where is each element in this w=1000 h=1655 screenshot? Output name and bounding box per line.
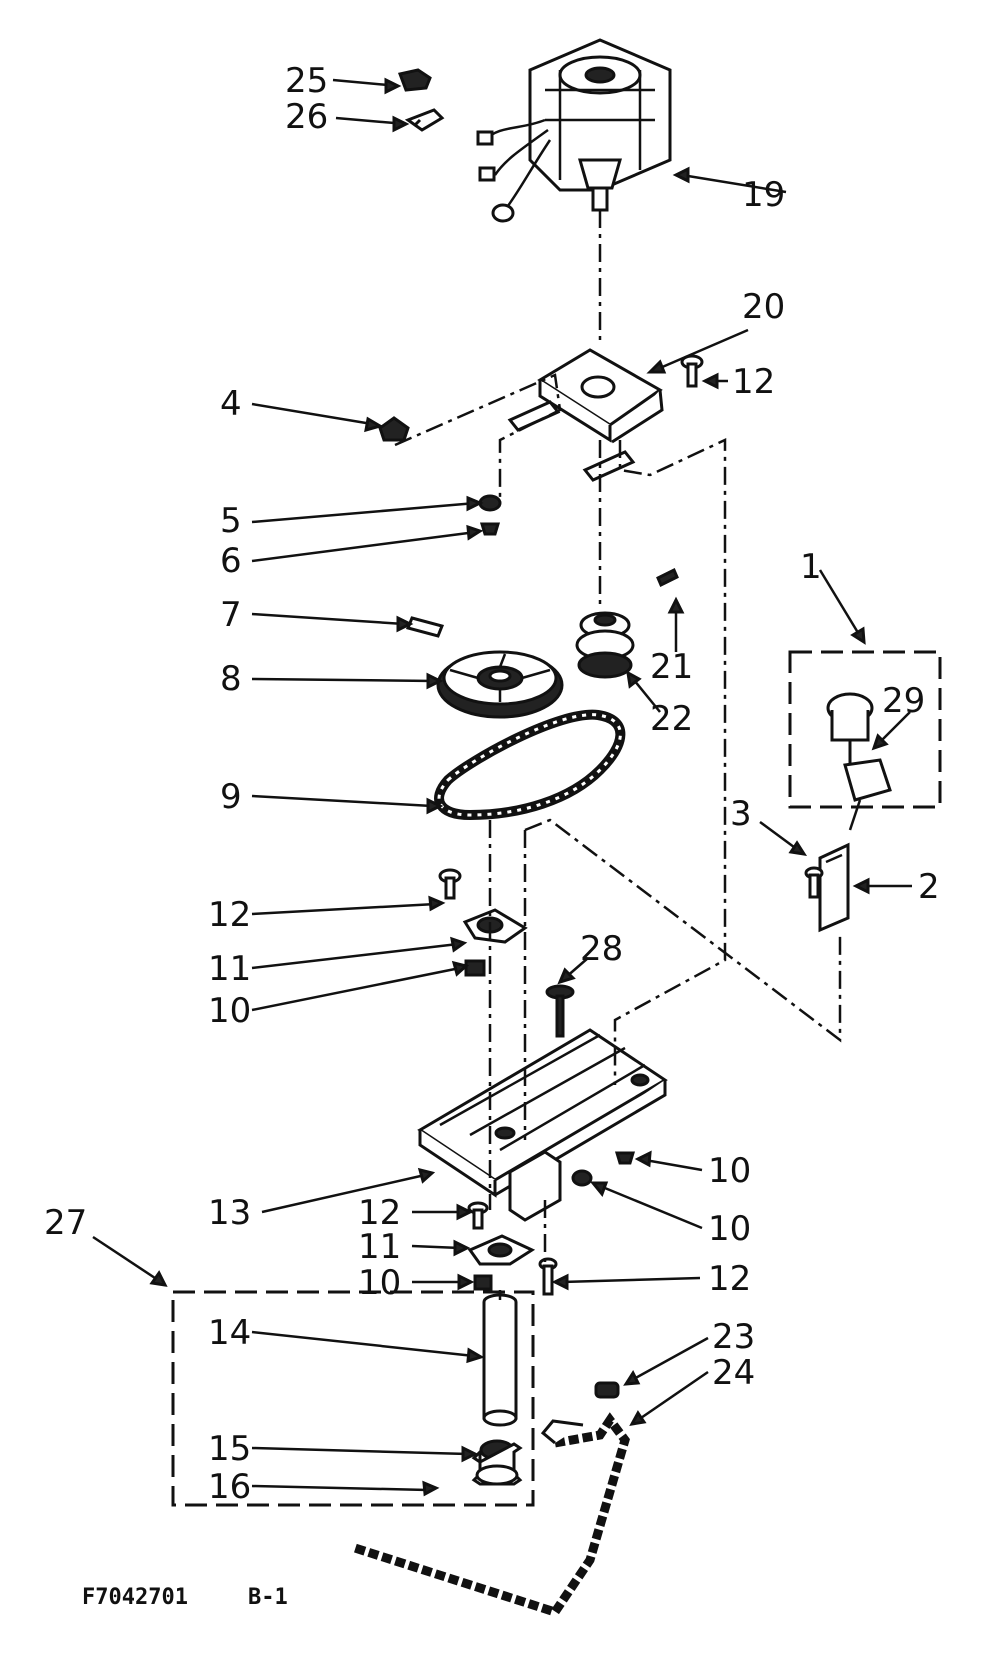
part-22-motor-pulley xyxy=(575,611,635,679)
part-12-bolt-lower-left xyxy=(467,1201,489,1230)
part-10-nut-base-lower xyxy=(571,1169,593,1187)
part-7-pin xyxy=(405,616,445,638)
callout-20: 20 xyxy=(742,287,785,327)
drawing-code: F7042701 xyxy=(82,1585,188,1610)
part-10-nut-lower xyxy=(473,1274,493,1291)
callout-12: 12 xyxy=(732,362,775,402)
callout-16: 16 xyxy=(208,1467,251,1507)
part-3-screw xyxy=(804,866,824,899)
part-28-bolt xyxy=(545,984,575,1038)
part-6-nut xyxy=(479,522,501,536)
part-10-nut-upper xyxy=(464,959,486,977)
assembly-lines xyxy=(394,210,842,1300)
callout-21: 21 xyxy=(650,647,693,687)
part-9-belt xyxy=(434,709,626,821)
callout-26: 26 xyxy=(285,97,328,137)
part-8-large-pulley xyxy=(436,650,564,719)
part-2-mount-bracket xyxy=(818,842,850,933)
part-23-connector xyxy=(594,1381,620,1399)
callout-4: 4 xyxy=(220,384,242,424)
part-25-clip xyxy=(397,68,432,92)
leader-lines xyxy=(92,77,912,1497)
callout-10-b: 10 xyxy=(708,1151,751,1191)
callout-10: 10 xyxy=(208,991,251,1031)
part-15-16-sprocket xyxy=(471,1439,523,1486)
callout-28: 28 xyxy=(580,929,623,969)
callout-14: 14 xyxy=(208,1313,251,1353)
callout-25: 25 xyxy=(285,61,328,101)
callout-6: 6 xyxy=(220,541,242,581)
part-26-clip xyxy=(404,108,445,132)
callout-2: 2 xyxy=(918,867,940,907)
part-13-base-frame xyxy=(417,1028,668,1222)
part-11-bearing-lower xyxy=(467,1234,536,1266)
part-21-set-screw xyxy=(656,567,679,588)
part-12-bolt-top xyxy=(680,354,704,388)
part-20-bracket xyxy=(507,348,664,482)
callout-12-c: 12 xyxy=(358,1193,401,1233)
part-29-switch xyxy=(826,692,892,831)
callout-12-d: 12 xyxy=(708,1259,751,1299)
group-box-27 xyxy=(171,1290,535,1507)
callout-27: 27 xyxy=(44,1203,87,1243)
callout-10-c: 10 xyxy=(708,1209,751,1249)
part-10-nut-base-right xyxy=(614,1151,636,1165)
callout-3: 3 xyxy=(730,794,752,834)
callout-5: 5 xyxy=(220,501,242,541)
callout-11: 11 xyxy=(208,949,251,989)
part-12-bolt-upper xyxy=(438,868,462,900)
callout-24: 24 xyxy=(712,1353,755,1393)
callout-labels: 25 26 19 20 12 4 5 6 7 8 21 22 1 29 9 3 … xyxy=(44,61,940,1507)
part-11-bearing-upper xyxy=(462,908,528,944)
callout-1: 1 xyxy=(800,547,822,587)
callout-9: 9 xyxy=(220,777,242,817)
callout-13: 13 xyxy=(208,1193,251,1233)
callout-8: 8 xyxy=(220,659,242,699)
part-24-chain xyxy=(353,1412,630,1618)
callout-7: 7 xyxy=(220,595,242,635)
part-12-bolt-lower-right xyxy=(538,1257,558,1296)
part-14-shaft xyxy=(482,1293,518,1427)
callout-12-b: 12 xyxy=(208,895,251,935)
sheet-number: B-1 xyxy=(248,1585,288,1610)
callout-23: 23 xyxy=(712,1317,755,1357)
callout-11-b: 11 xyxy=(358,1227,401,1267)
callout-10-d: 10 xyxy=(358,1263,401,1303)
group-box-1 xyxy=(788,650,942,809)
part-19-motor xyxy=(476,38,672,223)
callout-19: 19 xyxy=(742,175,785,215)
callout-29: 29 xyxy=(882,681,925,721)
part-4-grommet xyxy=(378,416,410,442)
callout-22: 22 xyxy=(650,699,693,739)
callout-15: 15 xyxy=(208,1429,251,1469)
